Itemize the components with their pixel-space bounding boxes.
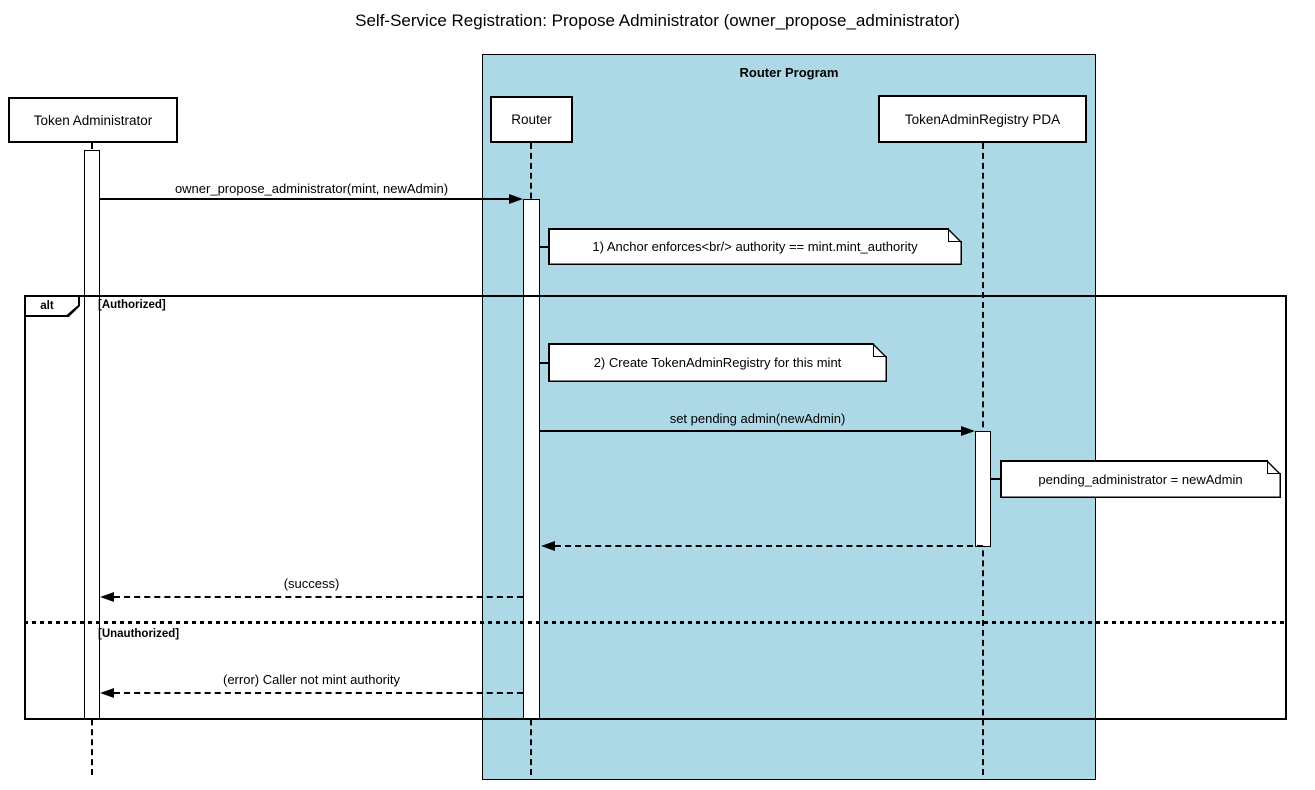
return-error-line — [114, 692, 523, 694]
note-fold-corner-icon — [873, 343, 887, 357]
note-anchor-enforces-text: 1) Anchor enforces<br/> authority == min… — [592, 239, 918, 254]
note1-connector — [540, 246, 549, 248]
arrowhead-error-icon — [100, 688, 114, 698]
alt-operator-label: alt — [24, 295, 80, 317]
arrowhead-return-pda-icon — [541, 541, 555, 551]
actor-tokenadminregistry-pda: TokenAdminRegistry PDA — [878, 95, 1087, 143]
router-program-box — [482, 54, 1096, 780]
note-pending-admin-text: pending_administrator = newAdmin — [1038, 471, 1243, 487]
return-success-line — [114, 596, 523, 598]
note-pending-admin: pending_administrator = newAdmin — [1000, 460, 1281, 498]
message-set-pending-line — [540, 430, 962, 432]
alt-divider — [24, 621, 1287, 624]
arrowhead-set-pending-icon — [961, 426, 975, 436]
actor-router: Router — [490, 96, 573, 143]
note3-connector — [991, 478, 1001, 480]
note-fill — [550, 345, 886, 381]
note-create-registry-text: 2) Create TokenAdminRegistry for this mi… — [593, 355, 842, 370]
guard-authorized: [Authorized] — [98, 299, 166, 311]
activation-tokenadminregistry-pda — [975, 431, 991, 547]
return-pda-to-router-line — [555, 545, 983, 547]
alt-operator-fill — [26, 297, 78, 315]
message-propose-label: owner_propose_administrator(mint, newAdm… — [174, 181, 449, 196]
note2-connector — [540, 362, 549, 364]
arrowhead-success-icon — [100, 592, 114, 602]
note-create-registry: 2) Create TokenAdminRegistry for this mi… — [548, 343, 887, 382]
actor-token-administrator: Token Administrator — [8, 97, 178, 143]
note-fill — [550, 230, 961, 264]
message-error-label: (error) Caller not mint authority — [223, 672, 400, 687]
message-success-label: (success) — [283, 576, 340, 591]
guard-unauthorized: [Unauthorized] — [98, 628, 180, 640]
message-propose-line — [100, 198, 510, 200]
arrowhead-propose-icon — [509, 194, 523, 204]
alt-frame — [24, 295, 1287, 720]
note-anchor-enforces: 1) Anchor enforces<br/> authority == min… — [548, 228, 962, 265]
note-fill — [1002, 462, 1280, 497]
note-fold-corner-icon — [948, 228, 962, 242]
diagram-title: Self-Service Registration: Propose Admin… — [355, 11, 960, 30]
note-fold-corner-icon — [1267, 460, 1281, 474]
alt-operator-text: alt — [40, 300, 54, 312]
message-set-pending-label: set pending admin(newAdmin) — [669, 411, 846, 426]
router-program-label: Router Program — [739, 65, 839, 80]
